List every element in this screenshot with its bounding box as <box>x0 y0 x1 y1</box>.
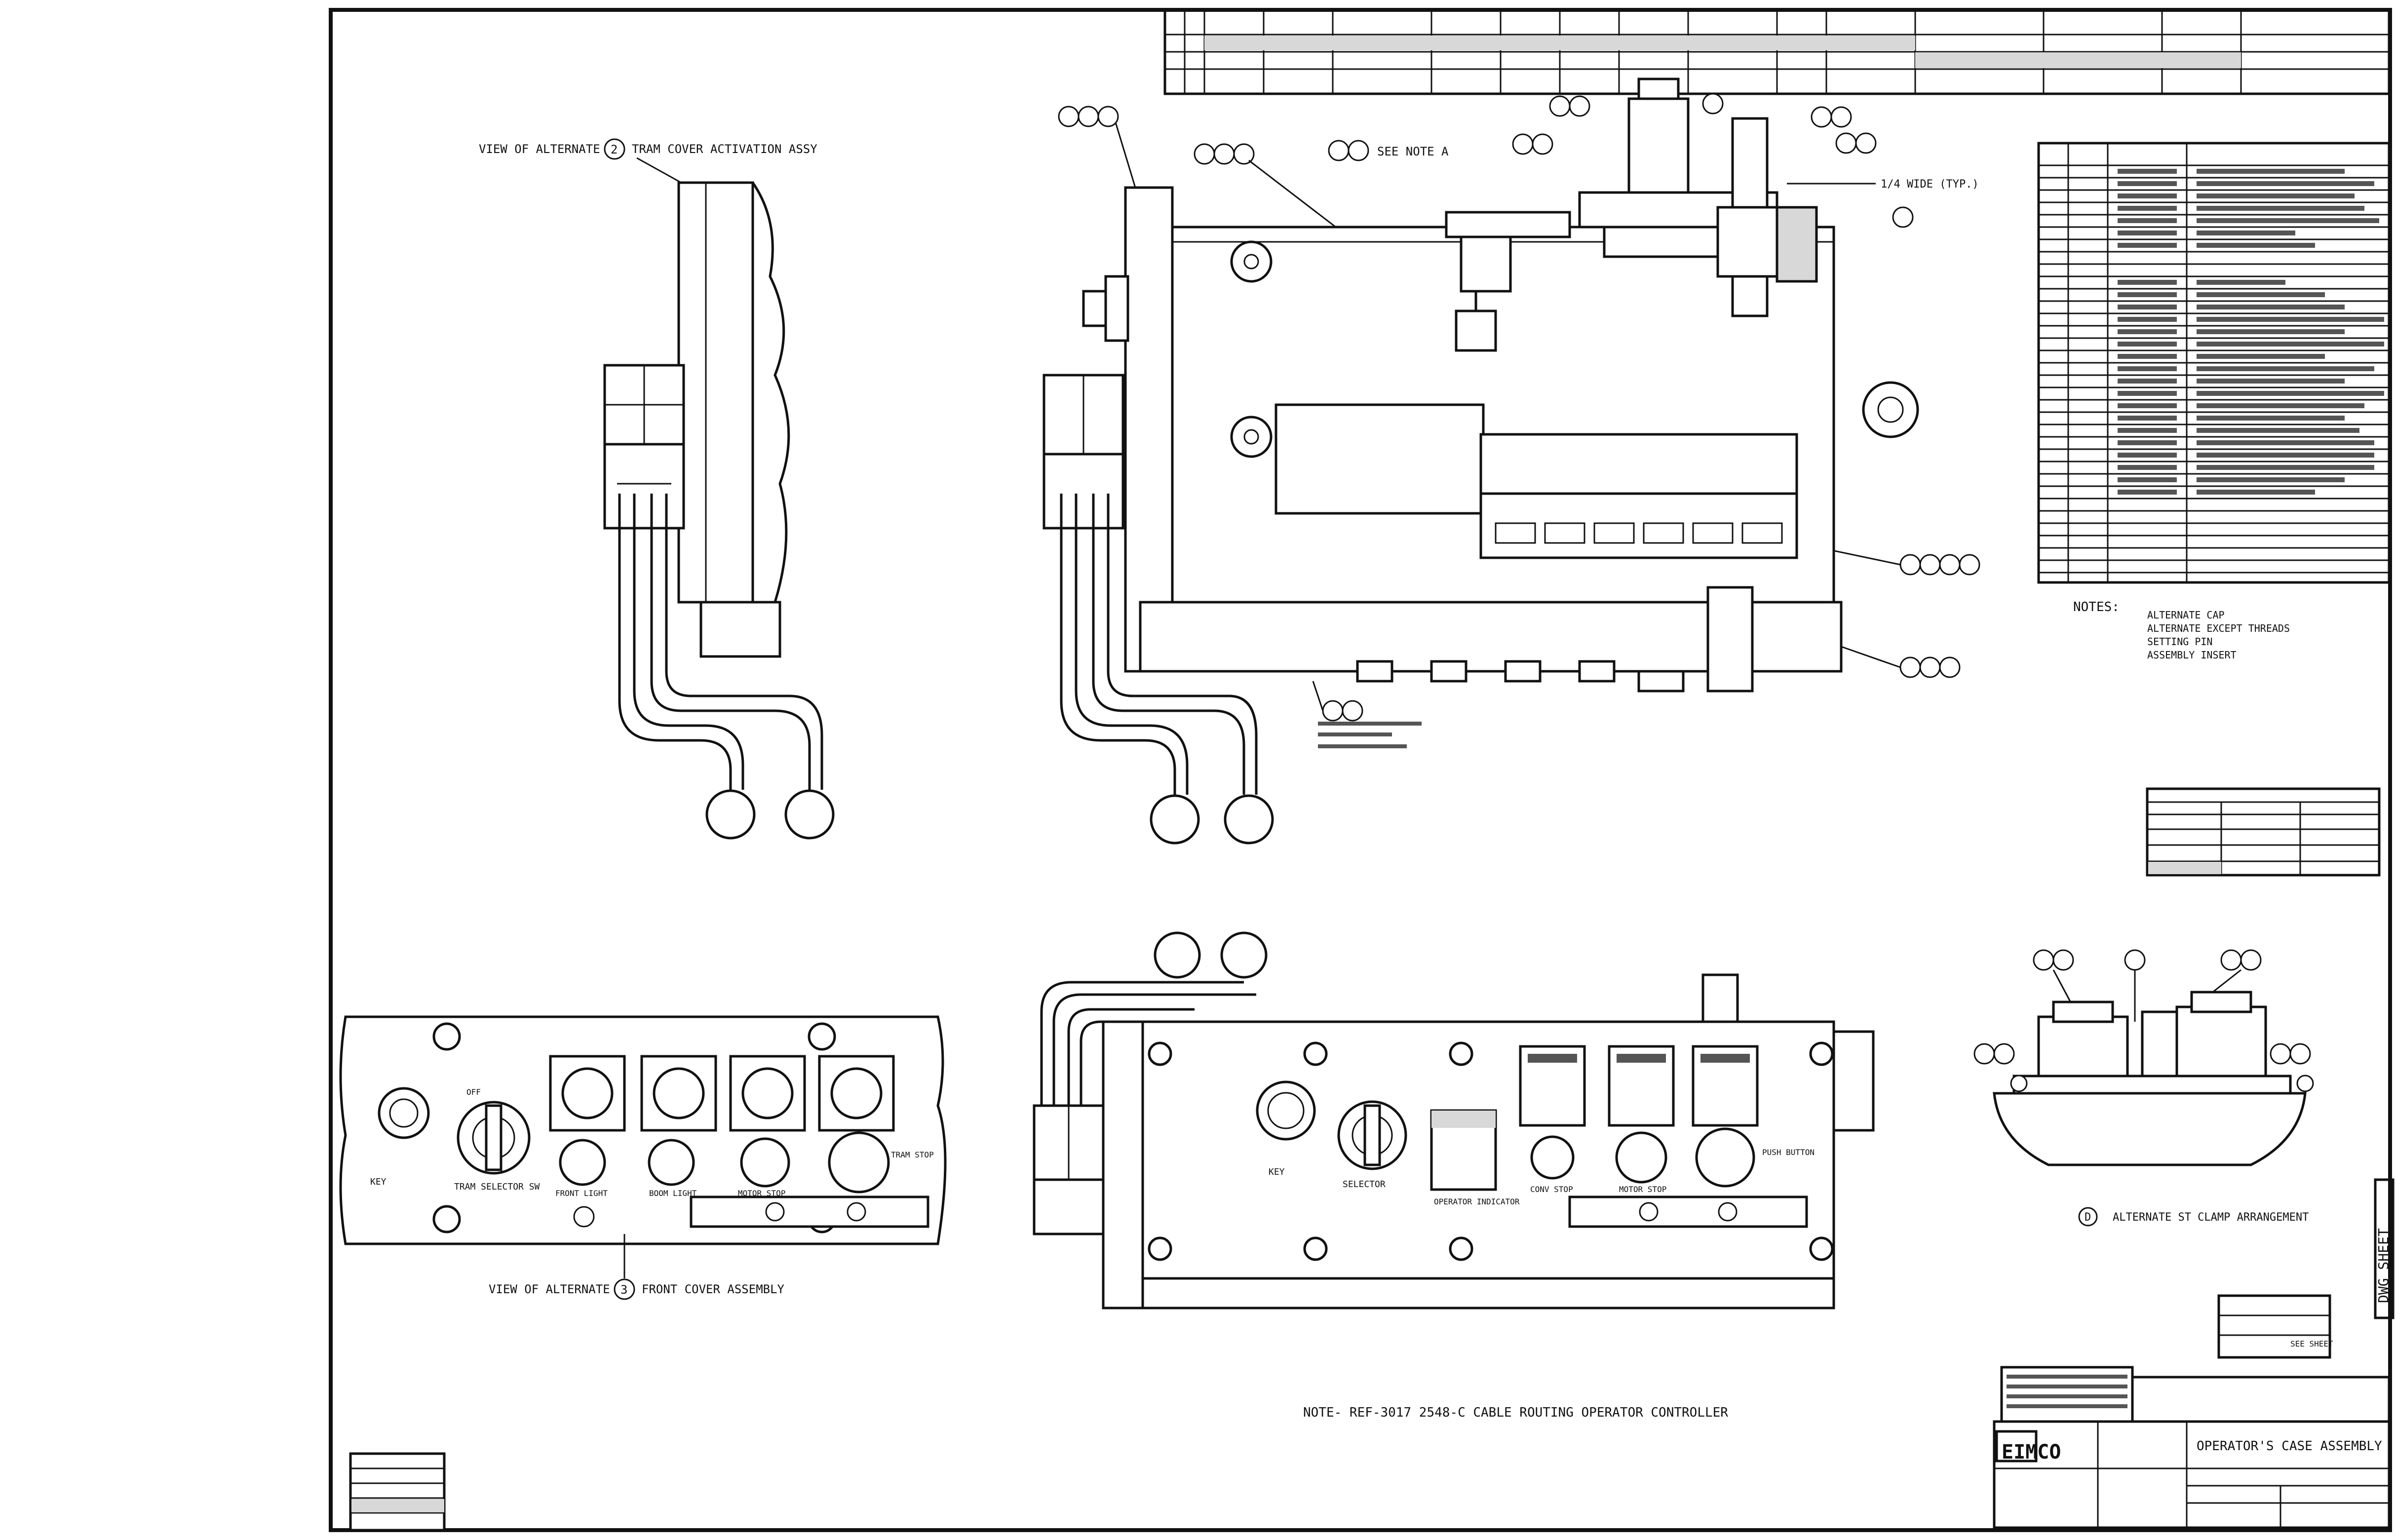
front-button-1-label: FRONT LIGHT <box>555 1189 608 1198</box>
parts-list <box>2037 142 2391 584</box>
panel-key-label: KEY <box>1269 1167 1285 1177</box>
clamp-label: ALTERNATE ST CLAMP ARRANGEMENT <box>2113 1211 2309 1224</box>
alt-front-view-label: VIEW OF ALTERNATE <box>489 1282 610 1296</box>
alt-cover-view-label: VIEW OF ALTERNATE <box>479 142 600 156</box>
notes-block: NOTES: ALTERNATE CAP ALTERNATE EXCEPT TH… <box>2073 600 2290 661</box>
change-box <box>349 1452 446 1532</box>
alt-cover-view-name: TRAM COVER ACTIVATION ASSY <box>632 142 817 156</box>
drawing-title: OPERATOR'S CASE ASSEMBLY <box>2197 1439 2382 1454</box>
panel-stop-2-label: MOTOR STOP <box>1619 1185 1666 1194</box>
company-logo: EIMCO <box>2002 1441 2061 1463</box>
front-panel-view: KEY SELECTOR OPERATOR INDICATOR CONV STO… <box>1033 931 1875 1309</box>
panel-push-label: PUSH BUTTON <box>1762 1148 1815 1157</box>
sheet-edge-ref: DWG SHEET <box>2375 1228 2392 1303</box>
title-block: EIMCO OPERATOR'S CASE ASSEMBLY SEE SHEET <box>1993 1294 2391 1529</box>
alt-tram-cover-view: VIEW OF ALTERNATE 2 TRAM COVER ACTIVATIO… <box>479 138 835 840</box>
clamp-arrangement-view: D ALTERNATE ST CLAMP ARRANGEMENT <box>1973 949 2314 1227</box>
alt-front-view-name: FRONT COVER ASSEMBLY <box>642 1282 785 1296</box>
panel-stop-1-label: CONV STOP <box>1530 1185 1573 1194</box>
clamp-ref: D <box>2085 1211 2091 1224</box>
front-button-4-label: TRAM STOP <box>891 1150 934 1159</box>
note-line-3: SETTING PIN <box>2147 636 2212 648</box>
revision-table <box>1163 8 2391 95</box>
alt-front-ref: 3 <box>620 1283 627 1297</box>
front-button-3-label: MOTOR STOP <box>738 1189 785 1198</box>
note-line-1: ALTERNATE CAP <box>2147 609 2225 621</box>
panel-indicator-label: OPERATOR INDICATOR <box>1434 1197 1520 1206</box>
front-button-2-label: BOOM LIGHT <box>649 1189 697 1198</box>
front-tram-selector-label: TRAM SELECTOR SW <box>454 1182 540 1192</box>
note-line-2: ALTERNATE EXCEPT THREADS <box>2147 622 2290 634</box>
front-key-label: KEY <box>370 1177 386 1187</box>
alt-cover-ref: 2 <box>611 143 618 156</box>
dimension-label: 1/4 WIDE (TYP.) <box>1881 178 1979 191</box>
front-off-label: OFF <box>466 1087 481 1097</box>
panel-selector-label: SELECTOR <box>1343 1179 1386 1190</box>
callout-bubbles: SEE NOTE A <box>1058 93 1980 748</box>
alt-front-cover-view: KEY OFF TRAM SELECTOR SW FRONT LIGHT BOO… <box>339 1015 947 1300</box>
bottom-note: NOTE- REF-3017 2548-C CABLE ROUTING OPER… <box>1303 1405 1728 1420</box>
sheet-ref: SEE SHEET <box>2290 1339 2333 1348</box>
see-note-label: SEE NOTE A <box>1377 145 1449 158</box>
main-side-view: SEE NOTE A 1/4 WIDE (TYP.) <box>1043 77 1980 845</box>
clamp-table <box>2146 787 2381 877</box>
notes-title: NOTES: <box>2073 600 2120 615</box>
note-line-4: ASSEMBLY INSERT <box>2147 649 2237 661</box>
